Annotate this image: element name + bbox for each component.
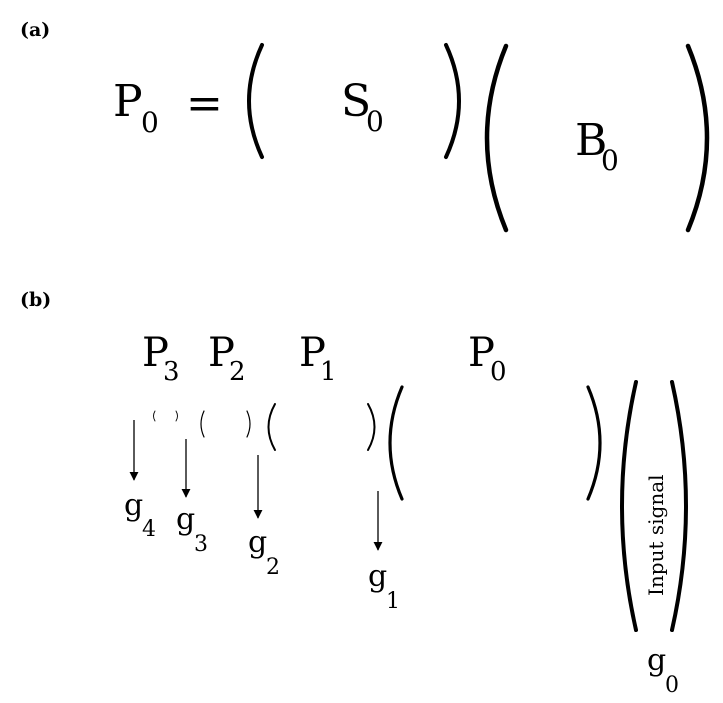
panel-a-s-subscript: 0 <box>366 105 384 138</box>
panel-a-b-subscript: 0 <box>601 144 619 177</box>
panel-b-g0-subscript: 0 <box>665 673 679 698</box>
panel-b-level2-left-paren <box>267 403 276 451</box>
panel-b-p0-symbol: P <box>468 330 495 376</box>
panel-b-level0-right-paren <box>670 380 688 632</box>
panel-b-level1-right-paren <box>586 385 602 501</box>
panel-a-p-symbol: P <box>113 76 143 127</box>
panel-b-g4-symbol: g <box>124 488 143 523</box>
panel-b-g0-symbol: g <box>647 643 666 678</box>
panel-a-s-left-paren <box>247 43 264 159</box>
panel-a-label: (a) <box>20 19 50 41</box>
panel-b-level1-left-paren <box>388 385 404 501</box>
panel-a-s-right-paren <box>444 43 461 159</box>
panel-b-p2-subscript: 2 <box>229 357 246 387</box>
panel-a-b-left-paren <box>484 43 509 233</box>
panel-b-g3-symbol: g <box>176 502 195 537</box>
panel-b-p1-symbol: P <box>299 330 326 376</box>
panel-b-g1-symbol: g <box>368 559 387 594</box>
panel-b-g4-subscript: 4 <box>142 517 156 542</box>
panel-b-g2-subscript: 2 <box>266 555 280 580</box>
panel-b-g1-subscript: 1 <box>386 589 400 614</box>
panel-b-p2-symbol: P <box>208 330 235 376</box>
panel-b-level4-right-paren <box>175 410 178 422</box>
panel-b-g3-subscript: 3 <box>194 532 208 557</box>
panel-a-p-subscript: 0 <box>141 106 159 139</box>
panel-b-level2-right-paren <box>367 403 376 451</box>
panel-a-equals-sign: = <box>186 78 223 129</box>
panel-b-p1-subscript: 1 <box>320 357 337 387</box>
panel-b-level4-left-paren <box>153 410 156 422</box>
panel-b-input-signal-label: Input signal <box>644 474 668 596</box>
panel-b-level3-right-paren <box>246 410 251 438</box>
panel-b-p0-subscript: 0 <box>490 357 507 387</box>
panel-b-g2-symbol: g <box>248 525 267 560</box>
panel-a-b-right-paren <box>685 43 710 233</box>
panel-b-level3-left-paren <box>200 410 205 438</box>
panel-b-p3-subscript: 3 <box>163 357 180 387</box>
panel-b-level0-left-paren <box>620 380 638 632</box>
panel-b-label: (b) <box>20 289 51 311</box>
panel-b-p3-symbol: P <box>142 330 169 376</box>
panel-a-s-symbol: S <box>341 76 371 127</box>
panel-a-b-symbol: B <box>575 115 607 166</box>
